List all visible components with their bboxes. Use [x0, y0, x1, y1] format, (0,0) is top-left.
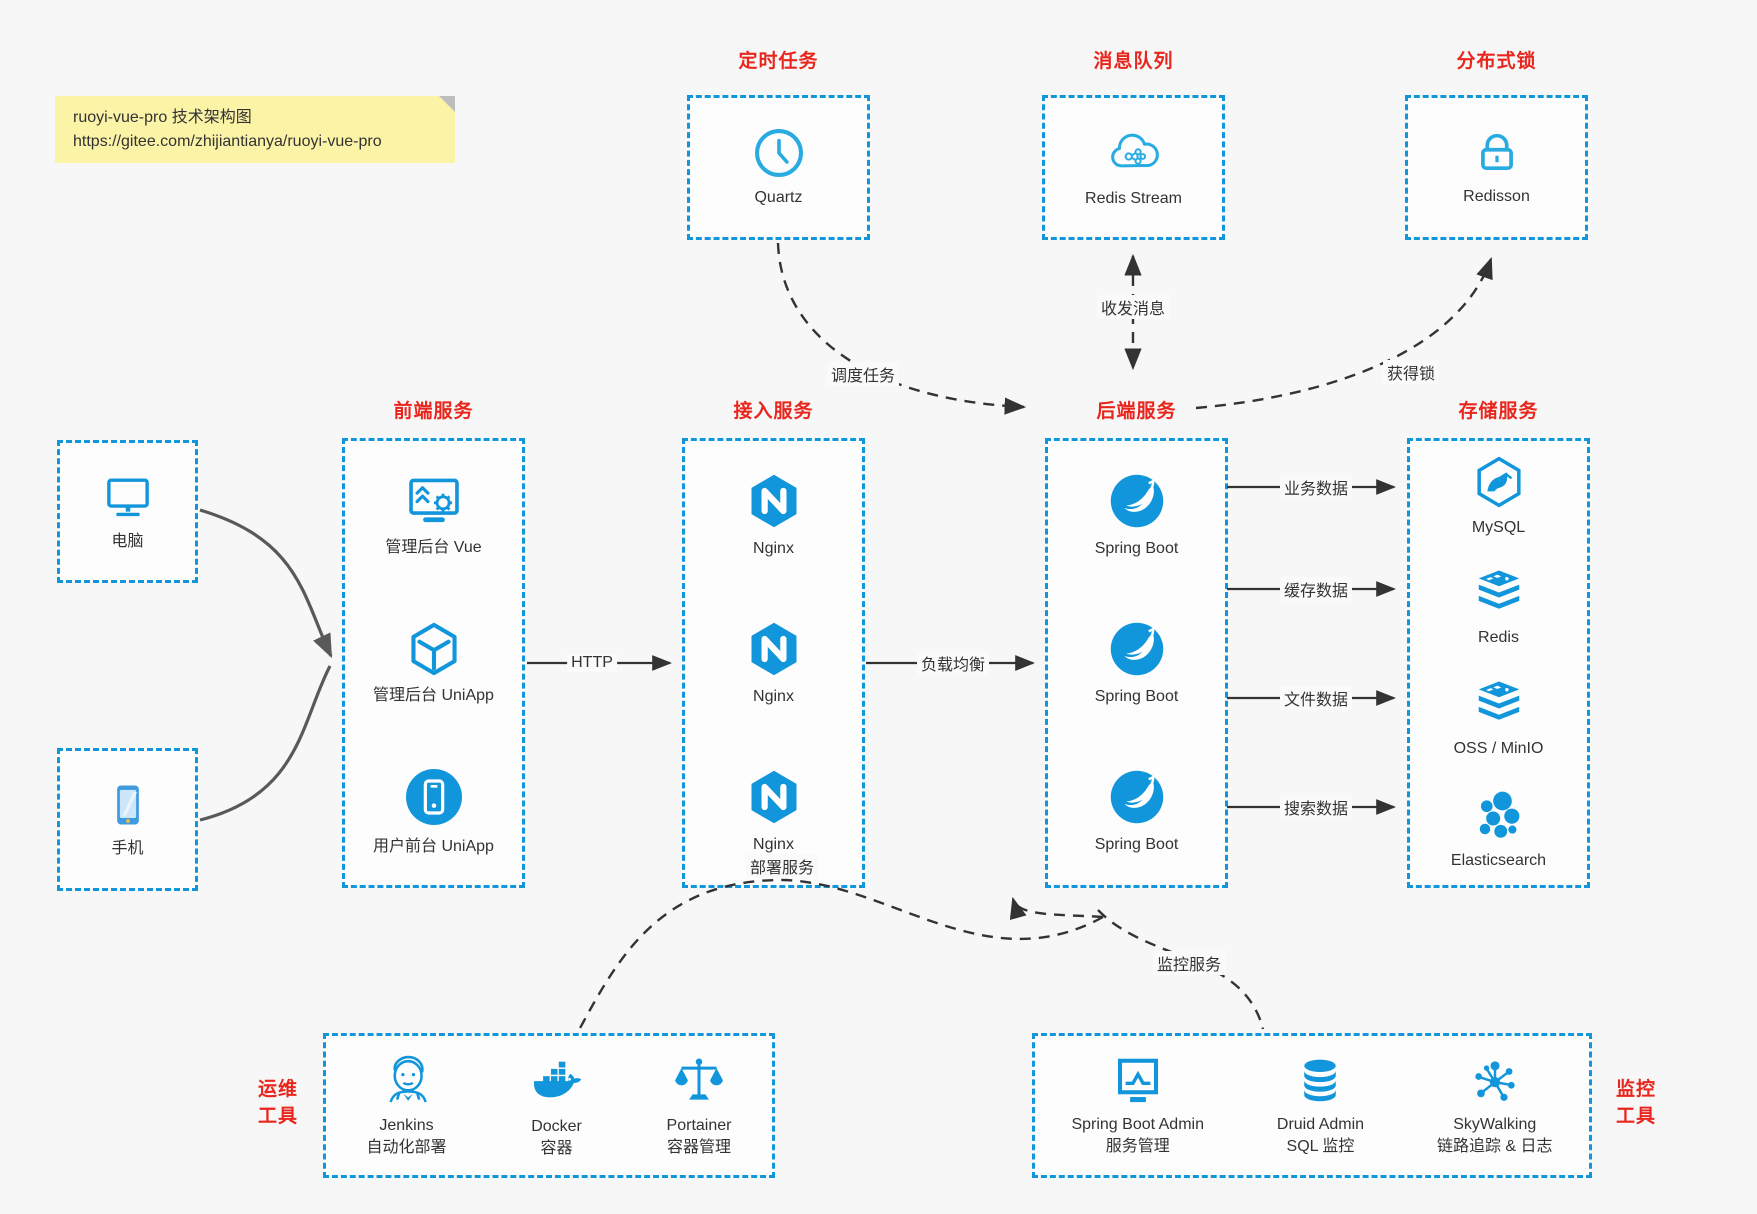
cloud-stream-icon [1106, 125, 1162, 181]
clock-icon [752, 126, 806, 180]
phone-icon [102, 779, 154, 831]
uniapp-hexagon-icon [405, 620, 463, 678]
client-computer: 电脑 [57, 440, 198, 583]
group-redis-stream: Redis Stream [1042, 95, 1225, 240]
title-storage-service: 存储服务 [1458, 401, 1539, 422]
node-label: Spring Boot [1094, 687, 1179, 705]
node-label: 用户前台 UniApp [373, 837, 494, 855]
edge-label-send-receive-msg: 收发消息 [1096, 295, 1170, 319]
mysql-icon [1471, 454, 1527, 510]
spring-boot-admin-icon [1111, 1054, 1165, 1108]
nginx-icon [744, 471, 804, 531]
edge-label-file-data: 文件数据 [1279, 686, 1353, 710]
title-scheduled-task: 定时任务 [738, 51, 819, 72]
group-backend: Spring Boot Spring Boot Spring Boot [1045, 438, 1228, 888]
node-label: Redis Stream [1085, 190, 1182, 207]
jenkins-icon [379, 1053, 435, 1109]
edge-label-schedule-task: 调度任务 [826, 362, 900, 386]
sticky-note: ruoyi-vue-pro 技术架构图 https://gitee.com/zh… [55, 96, 455, 163]
edge-label-deploy-service: 部署服务 [745, 854, 819, 878]
node-label: Quartz [754, 189, 803, 206]
docker-icon [528, 1052, 586, 1110]
admin-vue-icon [405, 472, 463, 530]
node-label: Nginx [753, 687, 794, 705]
group-frontend: 管理后台 Vue 管理后台 UniApp 用户前台 UniApp [342, 438, 525, 888]
node-label: Spring Boot [1094, 835, 1179, 853]
node-label: Nginx [753, 539, 794, 557]
group-redisson: Redisson [1405, 95, 1588, 240]
node-label: Nginx [753, 835, 794, 853]
group-quartz: Quartz [687, 95, 870, 240]
skywalking-network-icon [1468, 1054, 1522, 1108]
edge-label-load-balance: 负载均衡 [916, 651, 990, 675]
computer-icon [101, 470, 155, 524]
edge-label-monitor-service: 监控服务 [1152, 951, 1226, 975]
node-label: Redis [1478, 629, 1519, 646]
node-label: MySQL [1471, 519, 1526, 536]
group-storage: MySQL Redis OSS / MinIO Elasticsearch [1407, 438, 1590, 888]
title-gateway-service: 接入服务 [733, 401, 814, 422]
spring-boot-icon [1107, 471, 1167, 531]
node-label: 手机 [111, 840, 144, 857]
title-ops-tools: 运维 工具 [257, 1079, 298, 1127]
note-fold-corner [439, 96, 455, 112]
user-app-icon [402, 765, 466, 829]
node-label: Elasticsearch [1450, 852, 1547, 869]
edge-label-business-data: 业务数据 [1279, 475, 1353, 499]
client-phone: 手机 [57, 748, 198, 891]
edge-computer-to-frontend [199, 508, 333, 659]
note-url: https://gitee.com/zhijiantianya/ruoyi-vu… [73, 133, 382, 150]
portainer-scales-icon [671, 1053, 727, 1109]
edge-label-acquire-lock: 获得锁 [1382, 360, 1440, 384]
edge-label-cache-data: 缓存数据 [1279, 577, 1353, 601]
edge-label-http: HTTP [567, 654, 617, 672]
title-monitor-tools: 监控 工具 [1615, 1079, 1656, 1127]
node-label: OSS / MinIO [1453, 740, 1544, 757]
lock-icon [1471, 127, 1523, 179]
title-backend-service: 后端服务 [1096, 401, 1177, 422]
edge-into-backend [1009, 896, 1104, 921]
node-label: 电脑 [111, 533, 144, 550]
node-label: Redisson [1463, 188, 1530, 205]
redis-icon [1472, 566, 1526, 620]
edge-label-search-data: 搜索数据 [1279, 795, 1353, 819]
nginx-icon [744, 767, 804, 827]
edge-deploy-service [577, 878, 1104, 1031]
edge-schedule-task [776, 242, 1027, 415]
oss-minio-icon [1472, 677, 1526, 731]
elasticsearch-icon [1471, 787, 1527, 843]
nginx-icon [744, 619, 804, 679]
group-gateway: Nginx Nginx Nginx [682, 438, 865, 888]
node-label: 管理后台 UniApp [373, 686, 494, 704]
title-distributed-lock: 分布式锁 [1456, 51, 1537, 72]
node-label: 管理后台 Vue [385, 538, 482, 556]
database-icon [1293, 1054, 1347, 1108]
spring-boot-icon [1107, 619, 1167, 679]
note-title: ruoyi-vue-pro 技术架构图 [73, 109, 252, 126]
edge-phone-to-frontend [199, 665, 332, 822]
spring-boot-icon [1107, 767, 1167, 827]
title-message-queue: 消息队列 [1093, 51, 1174, 72]
node-label: Spring Boot [1094, 539, 1179, 557]
edge-acquire-lock [1195, 256, 1493, 410]
title-frontend-service: 前端服务 [393, 401, 474, 422]
